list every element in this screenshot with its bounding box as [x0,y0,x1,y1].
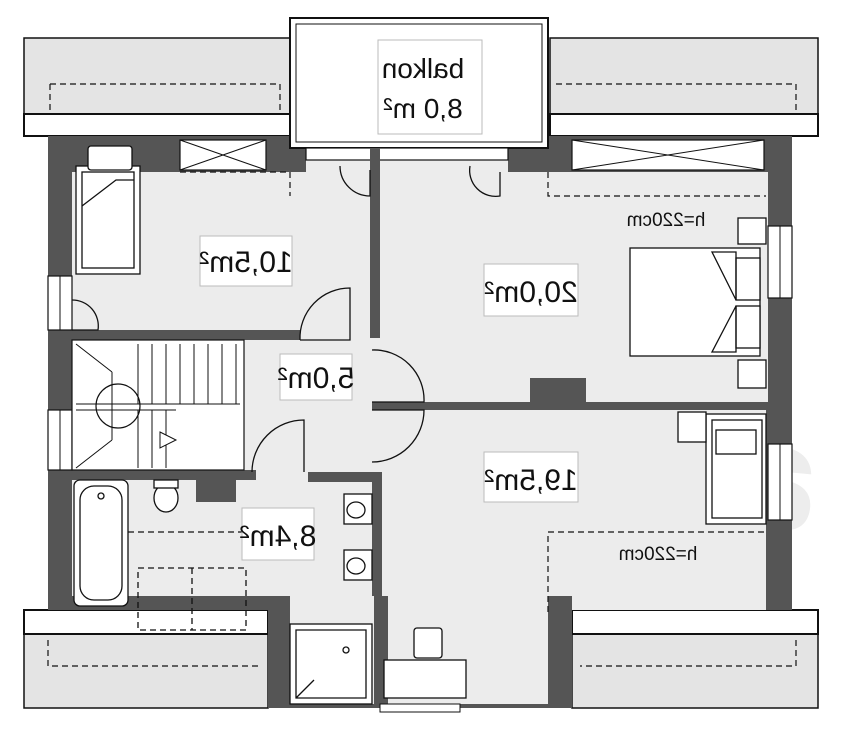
balcony: balkon 8,0 m² [289,17,549,161]
doors [71,165,501,473]
sink-2 [343,549,373,581]
door-small-bedroom-balcony [339,165,371,197]
toilet-tank [153,479,179,489]
area-master: 20,0m² [484,276,577,309]
wall-room-divider-vertical-top [370,148,380,338]
roof-bottom-right [571,633,819,709]
roof-dashed-lines [47,83,797,667]
bath-mat-dashed [137,567,247,631]
door-master [371,349,425,403]
balcony-label-box [377,39,483,135]
height-upper: h=220cm [627,210,706,231]
pillow-small [87,145,133,171]
label-box-hall [279,353,353,401]
wall-bath-top-right [308,472,382,482]
area-small-bedroom: 10,5m² [199,246,292,279]
staircase [71,339,245,471]
balcony-name: balkon [382,53,465,84]
area-bath: 8,4m² [240,520,317,553]
eave-top-left [23,113,293,137]
roof-top-right [549,37,819,115]
balcony-inner [295,23,543,143]
dashed-attic-lines [180,171,766,612]
balcony-area: 8,0 m² [383,93,462,124]
desk-lower [383,659,467,699]
furniture [73,145,767,705]
eave-bottom-right [571,609,819,635]
window-bottom [379,703,461,713]
nightstand-bottom [737,359,767,389]
chair-lower [413,627,443,659]
stair-arrow-icon [159,431,178,449]
label-box-bath [241,507,315,561]
area-hall: 5,0m² [278,362,355,395]
windows [47,225,793,713]
area-second: 19,5m² [484,464,577,497]
door-small-bedroom [299,287,351,341]
nightstand-top [737,217,767,245]
pillow-second [715,429,757,455]
door-second-bedroom [371,409,425,463]
wall-bath-right [372,472,382,596]
wall-small-bedroom-bottom [72,330,300,340]
wall-master-stub [530,378,586,402]
label-box-small-bedroom [199,235,293,287]
room-labels: 10,5m² 20,0m² 5,0m² 19,5m² 8,4m² h=220cm… [199,210,705,565]
desk-second [677,411,707,443]
eave-top-right [549,113,819,137]
balcony-door-frame [305,147,509,161]
sink-1 [343,493,373,525]
height-lower: h=220cm [619,544,698,565]
label-box-master [483,263,579,317]
bath-drain [97,492,105,500]
bathtub-inner [79,485,123,601]
roof-top-left [23,37,293,115]
bed-small-frame [81,171,135,269]
pillow-master-top [735,257,761,301]
pillow-master-bottom [735,305,761,349]
wall-bath-stub [196,472,236,502]
roof-overhangs [23,37,819,709]
wall-master-bottom [372,402,768,410]
door-bathroom [251,419,305,473]
skylights [128,139,766,612]
door-master-balcony [468,165,501,198]
label-box-second [483,451,579,503]
door-window-small [71,299,99,331]
wall-bath-top [72,470,256,480]
stair-newel [95,383,141,429]
roof-bottom-left [23,633,269,709]
